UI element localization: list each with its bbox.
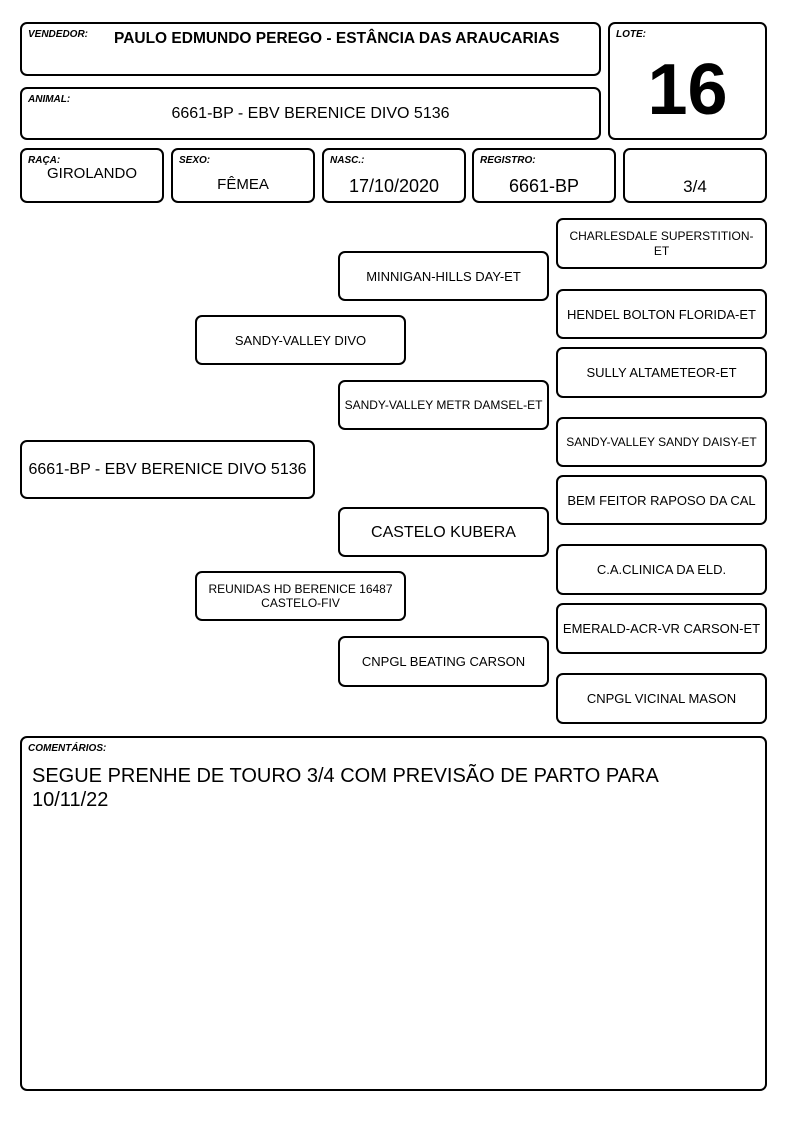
pedigree-gg-3: SULLY ALTAMETEOR-ET: [556, 347, 767, 398]
registro-box: REGISTRO: 6661-BP: [472, 148, 616, 203]
pedigree-sire-sire: MINNIGAN-HILLS DAY-ET: [338, 251, 549, 301]
pedigree-gg-6: C.A.CLINICA DA ELD.: [556, 544, 767, 595]
grau-value: 3/4: [683, 177, 707, 196]
pedigree-dam-sire: CASTELO KUBERA: [338, 507, 549, 557]
lote-label: LOTE:: [616, 29, 646, 40]
pedigree-sire: SANDY-VALLEY DIVO: [195, 315, 406, 365]
comments-box: COMENTÁRIOS: SEGUE PRENHE DE TOURO 3/4 C…: [20, 736, 767, 1091]
vendedor-box: VENDEDOR: PAULO EDMUNDO PEREGO - ESTÂNCI…: [20, 22, 601, 76]
pedigree-gg-7: EMERALD-ACR-VR CARSON-ET: [556, 603, 767, 654]
nasc-box: NASC.: 17/10/2020: [322, 148, 466, 203]
registro-value: 6661-BP: [508, 176, 580, 196]
lote-number: 16: [647, 50, 728, 130]
pedigree-gg-5: BEM FEITOR RAPOSO DA CAL: [556, 475, 767, 525]
pedigree-gg-2: HENDEL BOLTON FLORIDA-ET: [556, 289, 767, 339]
pedigree-sire-dam: SANDY-VALLEY METR DAMSEL-ET: [338, 380, 549, 430]
pedigree-animal: 6661-BP - EBV BERENICE DIVO 5136: [20, 440, 315, 499]
animal-value: 6661-BP - EBV BERENICE DIVO 5136: [171, 105, 450, 122]
comments-label: COMENTÁRIOS:: [28, 743, 107, 754]
comments-text: SEGUE PRENHE DE TOURO 3/4 COM PREVISÃO D…: [32, 765, 658, 811]
sexo-value: FÊMEA: [217, 176, 269, 193]
animal-label: ANIMAL:: [28, 94, 71, 105]
lote-box: LOTE: 16: [608, 22, 767, 140]
sexo-box: SEXO: FÊMEA: [171, 148, 315, 203]
nasc-value: 17/10/2020: [348, 176, 440, 196]
vendedor-value: PAULO EDMUNDO PEREGO - ESTÂNCIA DAS ARAU…: [114, 30, 560, 47]
raca-box: RAÇA: GIROLANDO: [20, 148, 164, 203]
pedigree-gg-8: CNPGL VICINAL MASON: [556, 673, 767, 724]
pedigree-dam-dam: CNPGL BEATING CARSON: [338, 636, 549, 687]
raca-label: RAÇA:: [28, 155, 61, 166]
animal-box: ANIMAL: 6661-BP - EBV BERENICE DIVO 5136: [20, 87, 601, 140]
pedigree-dam: REUNIDAS HD BERENICE 16487 CASTELO-FIV: [195, 571, 406, 621]
grau-box: 3/4: [623, 148, 767, 203]
vendedor-label: VENDEDOR:: [28, 29, 89, 40]
pedigree-gg-4: SANDY-VALLEY SANDY DAISY-ET: [556, 417, 767, 467]
nasc-label: NASC.:: [330, 155, 365, 166]
pedigree-gg-1: CHARLESDALE SUPERSTITION-ET: [556, 218, 767, 269]
registro-label: REGISTRO:: [480, 155, 536, 166]
sexo-label: SEXO:: [179, 155, 211, 166]
raca-value: GIROLANDO: [46, 165, 137, 182]
